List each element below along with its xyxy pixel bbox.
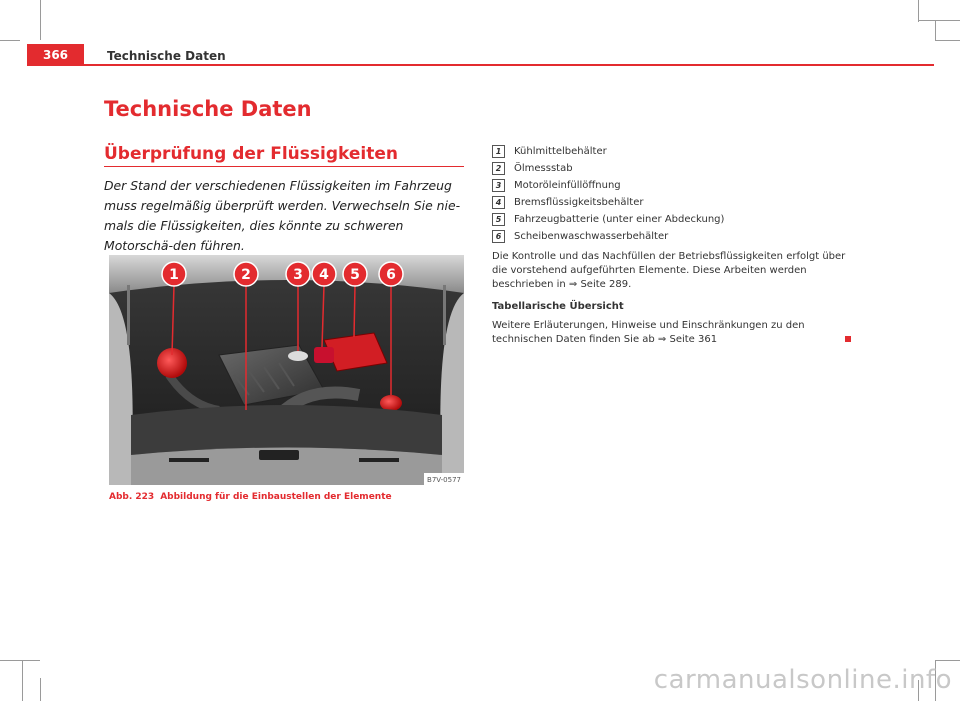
figure-callouts: 1 2 3 4 5 6 [161,261,404,287]
page-title: Technische Daten [104,97,312,121]
figure-caption: Abb. 223 Abbildung für die Einbaustellen … [109,492,392,502]
legend-number: 1 [492,145,505,158]
list-item: 2 Ölmessstab [492,160,724,177]
crop-mark [935,660,936,701]
paragraph-check: Die Kontrolle und das Nachfüllen der Bet… [492,251,846,290]
header-rule [84,64,934,66]
legend-text: Bremsflüssigkeitsbehälter [514,197,644,208]
component-legend: 1 Kühlmittelbehälter 2 Ölmessstab 3 Motoröl… [492,143,724,245]
legend-number: 2 [492,162,505,175]
caption-label: Abb. 223 [109,492,155,502]
crop-mark [935,40,960,41]
list-item: 3 Motoröleinfüllöffnung [492,177,724,194]
list-item: 1 Kühlmittelbehälter [492,143,724,160]
legend-text: Kühlmittelbehälter [514,146,607,157]
engine-bay-figure: 1 2 3 4 5 6 B7V-0577 [109,255,464,485]
crop-mark [935,20,936,40]
crop-mark [40,678,41,701]
list-item: 5 Fahrzeugbatterie (unter einer Abdeckung… [492,211,724,228]
intro-text: Der Stand der verschiedenen Flüssigkeite… [104,178,461,253]
callout-3: 3 [293,267,303,283]
legend-text: Fahrzeugbatterie (unter einer Abdeckung) [514,214,725,225]
subheading: Tabellarische Übersicht [492,301,624,312]
crop-mark [40,0,41,40]
crop-mark [0,40,20,41]
end-marker [845,336,851,342]
running-title: Technische Daten [107,49,226,63]
legend-number: 5 [492,213,505,226]
legend-text: Scheibenwaschwasserbehälter [514,231,669,242]
list-item: 4 Bremsflüssigkeitsbehälter [492,194,724,211]
callout-6: 6 [386,267,396,283]
legend-text: Ölmessstab [514,163,573,174]
section-title: Überprüfung der Flüssigkeiten [104,144,398,164]
caption-text: Abbildung für die Einbaustellen der Elem… [160,492,392,502]
crop-mark [22,660,23,701]
crop-mark [918,20,960,21]
crop-mark [918,680,919,701]
crop-mark [935,660,960,661]
list-item: 6 Scheibenwaschwasserbehälter [492,228,724,245]
callout-2: 2 [241,267,251,283]
legend-number: 4 [492,196,505,209]
section-rule [104,166,464,167]
callout-1: 1 [169,267,179,283]
legend-number: 6 [492,230,505,243]
legend-number: 3 [492,179,505,192]
figure-code: B7V-0577 [427,476,461,484]
paragraph-details: Weitere Erläuterungen, Hinweise und Eins… [492,320,805,345]
crop-mark [918,0,919,22]
page-number: 366 [27,44,84,66]
engine-bay-illustration: 1 2 3 4 5 6 B7V-0577 [109,255,464,485]
legend-text: Motoröleinfüllöffnung [514,180,621,191]
crop-mark [0,660,40,661]
watermark-text: carmanualsonline.info [653,665,952,695]
callout-5: 5 [350,267,360,283]
callout-4: 4 [319,267,329,283]
